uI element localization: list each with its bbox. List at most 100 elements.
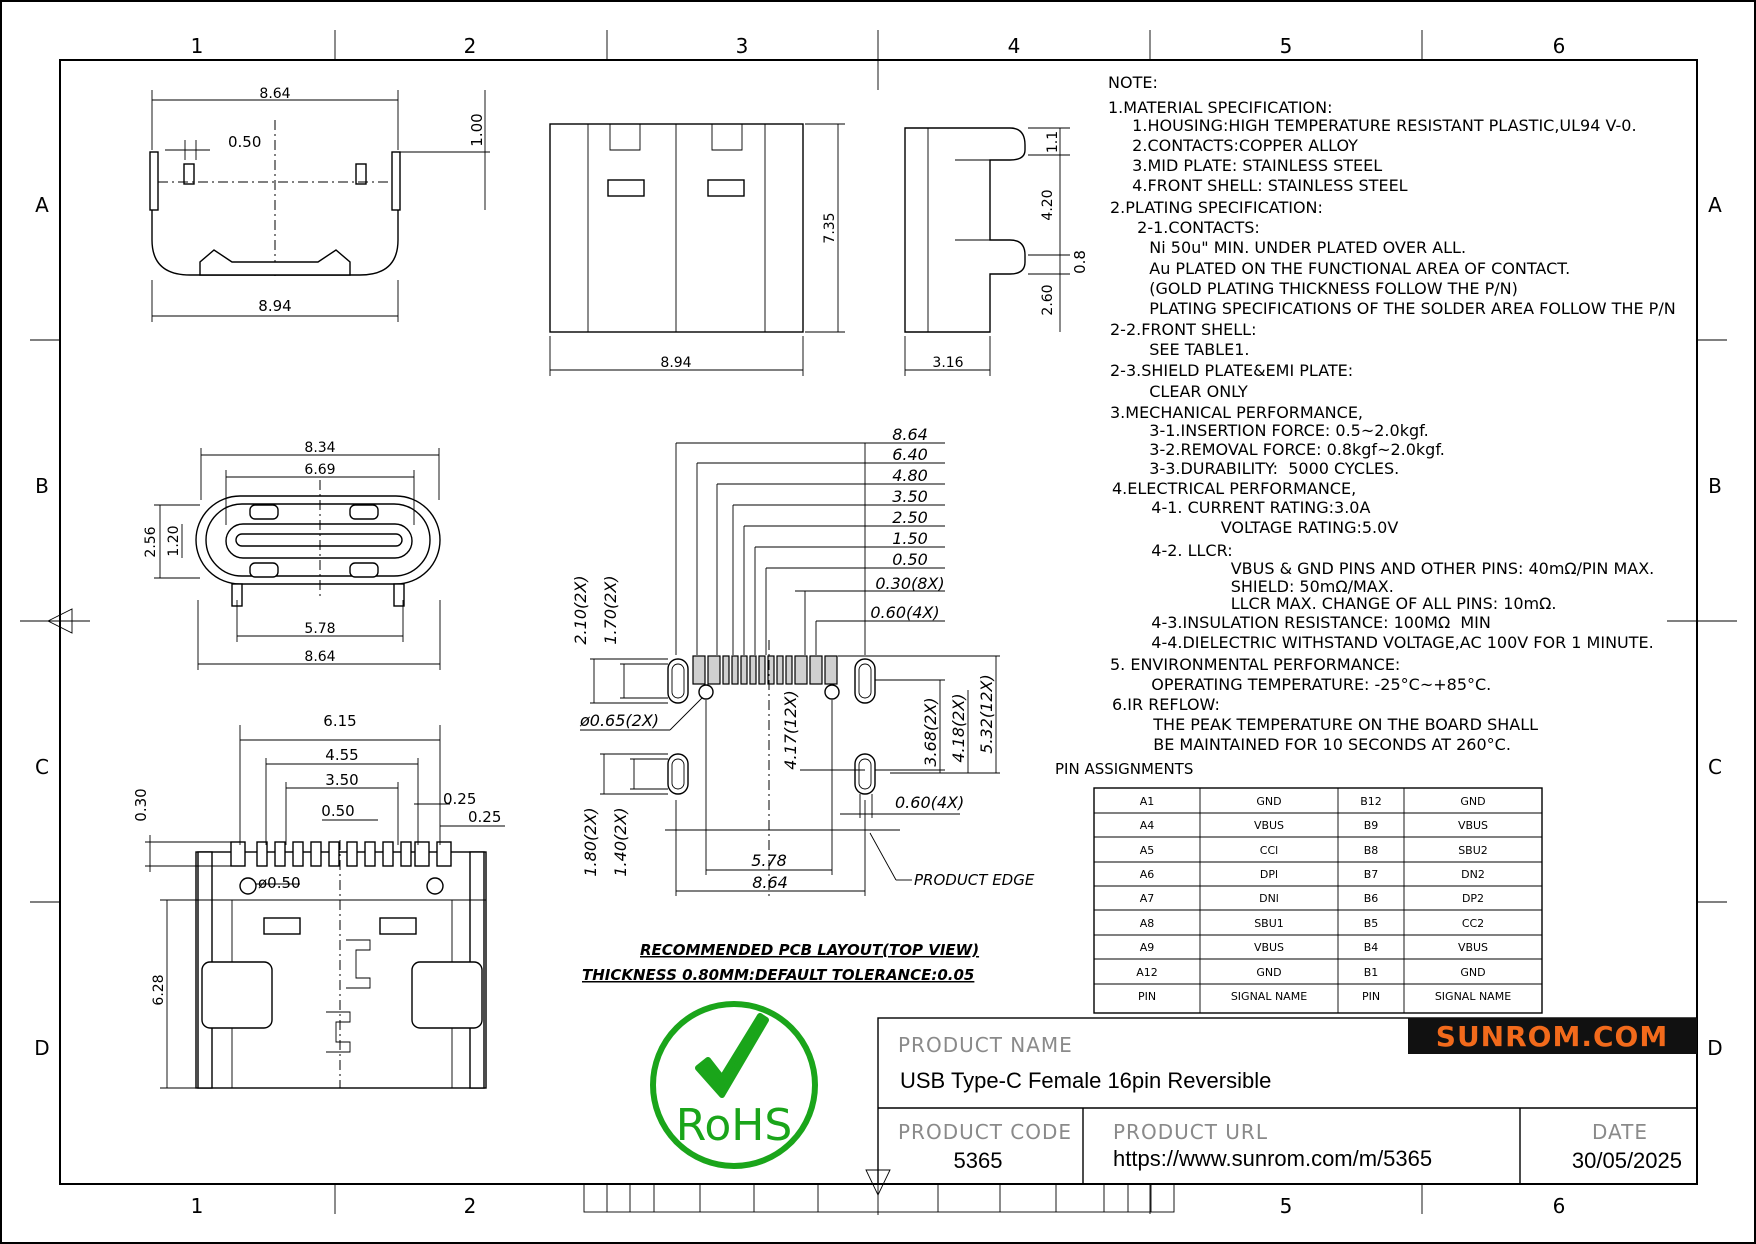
- pcb-layout: 8.64 6.40 4.80 3.50 2.50 1.50 0.50 0.30(…: [571, 425, 1035, 984]
- dim-label: 4.20: [1040, 189, 1056, 220]
- note-line: 1.HOUSING:HIGH TEMPERATURE RESISTANT PLA…: [1122, 116, 1637, 135]
- dim-label: ø0.65(2X): [579, 711, 659, 730]
- dim-label: 8.64: [752, 873, 788, 892]
- pin-table-title: PIN ASSIGNMENTS: [1055, 760, 1193, 778]
- pad-row: [692, 655, 838, 685]
- col-label: 4: [1008, 34, 1021, 58]
- pin-cell: GND: [1256, 966, 1281, 979]
- dim-label: 0.50: [321, 802, 354, 820]
- note-line: SHIELD: 50mΩ/MAX.: [1190, 577, 1394, 596]
- note-line: PLATING SPECIFICATIONS OF THE SOLDER ARE…: [1134, 299, 1676, 318]
- note-line: 3.MECHANICAL PERFORMANCE,: [1110, 403, 1363, 422]
- col-label: 6: [1553, 1194, 1566, 1218]
- pin-cell: A7: [1140, 892, 1155, 905]
- note-line: (GOLD PLATING THICKNESS FOLLOW THE P/N): [1134, 279, 1518, 298]
- row-label: B: [1708, 474, 1722, 498]
- product-url[interactable]: https://www.sunrom.com/m/5365: [1113, 1146, 1432, 1171]
- col-label: 6: [1553, 34, 1566, 58]
- pin-cell: A8: [1140, 917, 1155, 930]
- pcb-caption: THICKNESS 0.80MM:DEFAULT TOLERANCE:0.05: [582, 966, 974, 984]
- dim-label: 0.30(8X): [875, 574, 944, 593]
- dim-label: 5.32(12X): [977, 674, 996, 753]
- brand-logo-box: [1408, 1018, 1697, 1054]
- zone-labels: 1 2 3 4 5 6 1 2 5 6 A B C D A B C D: [34, 34, 1722, 1218]
- col-label: 3: [736, 34, 749, 58]
- dim-label: 6.28: [151, 974, 167, 1005]
- dim-label: 6.40: [892, 445, 928, 464]
- note-line: Ni 50u" MIN. UNDER PLATED OVER ALL.: [1134, 238, 1466, 257]
- dim-label: 8.64: [304, 649, 335, 665]
- note-line: THE PEAK TEMPERATURE ON THE BOARD SHALL: [1138, 715, 1538, 734]
- dim-label: 1.40(2X): [611, 807, 630, 876]
- dim-label: 8.94: [258, 297, 291, 315]
- note-line: 2-2.FRONT SHELL:: [1110, 320, 1256, 339]
- bottom-ruler: [583, 1183, 1175, 1213]
- col-label: 2: [464, 34, 477, 58]
- note-line: BE MAINTAINED FOR 10 SECONDS AT 260°C.: [1138, 735, 1511, 754]
- note-line: 4-3.INSULATION RESISTANCE: 100MΩ MIN: [1136, 613, 1491, 632]
- dim-label: 5.78: [304, 621, 335, 637]
- note-line: 2.CONTACTS:COPPER ALLOY: [1122, 136, 1358, 155]
- front-view: 8.64 0.50 1.00 8.94: [149, 86, 490, 322]
- bottom-view: 6.15 4.55 3.50 0.50 0.25 0.25 0.30 ø0.50…: [132, 712, 505, 1089]
- pin-cell: VBUS: [1458, 941, 1488, 954]
- pin-cell: A5: [1140, 844, 1155, 857]
- date-label: DATE: [1592, 1120, 1648, 1144]
- dim-label: 1.80(2X): [581, 807, 600, 876]
- row-label: D: [1707, 1036, 1722, 1060]
- pin-header-cell: PIN: [1362, 990, 1380, 1003]
- product-name-label: PRODUCT NAME: [898, 1033, 1073, 1057]
- dim-label: 4.55: [325, 746, 358, 764]
- note-line: VOLTAGE RATING:5.0V: [1180, 518, 1398, 537]
- pin-cell: VBUS: [1254, 941, 1284, 954]
- product-code-label: PRODUCT CODE: [898, 1120, 1072, 1144]
- note-line: 3-2.REMOVAL FORCE: 0.8kgf~2.0kgf.: [1134, 440, 1445, 459]
- dim-label: 1.00: [468, 113, 486, 146]
- product-name: USB Type-C Female 16pin Reversible: [900, 1068, 1271, 1093]
- note-line: Au PLATED ON THE FUNCTIONAL AREA OF CONT…: [1134, 259, 1570, 278]
- brand-logo: SUNROM.COM: [1436, 1020, 1668, 1053]
- pin-cell: B5: [1364, 917, 1379, 930]
- dim-label: 8.64: [892, 425, 928, 444]
- product-code: 5365: [954, 1148, 1003, 1173]
- note-line: 3-3.DURABILITY: 5000 CYCLES.: [1134, 459, 1399, 478]
- pin-header-cell: PIN: [1138, 990, 1156, 1003]
- row-label: A: [35, 193, 49, 217]
- note-line: 5. ENVIRONMENTAL PERFORMANCE:: [1110, 655, 1400, 674]
- top-view: 8.94 7.35: [549, 123, 845, 376]
- dim-label: 3.68(2X): [921, 697, 940, 766]
- pin-cell: A6: [1140, 868, 1155, 881]
- pin-cell: DPl: [1260, 868, 1278, 881]
- dim-label: 2.10(2X): [571, 575, 590, 644]
- center-arrow-left: [46, 608, 73, 634]
- pin-cell: B1: [1364, 966, 1379, 979]
- dim-label: 0.50: [228, 133, 261, 151]
- product-url-link[interactable]: https://www.sunrom.com/m/5365: [1113, 1146, 1432, 1171]
- dim-label: 4.18(2X): [949, 693, 968, 762]
- pin-cell: DP2: [1462, 892, 1484, 905]
- pin-cell: DNl: [1259, 892, 1279, 905]
- pin-cell: B7: [1364, 868, 1379, 881]
- dim-label: 3.50: [325, 771, 358, 789]
- dim-label: 2.60: [1040, 284, 1056, 315]
- dim-label: 1.20: [166, 525, 182, 556]
- note-line: 3.MID PLATE: STAINLESS STEEL: [1122, 156, 1382, 175]
- row-label: C: [1708, 755, 1722, 779]
- rohs-text: RoHS: [676, 1100, 793, 1151]
- col-label: 1: [191, 1194, 204, 1218]
- rohs-logo: RoHS: [650, 1001, 818, 1169]
- pin-cell: A9: [1140, 941, 1155, 954]
- pin-table: A1 GND B12 GND A4 VBUS B9 VBUS A5 CCl B8…: [1093, 787, 1543, 1014]
- pcb-caption: RECOMMENDED PCB LAYOUT(TOP VIEW): [640, 941, 979, 959]
- dim-label: 0.25: [443, 790, 476, 808]
- pin-cell: GND: [1460, 966, 1485, 979]
- pin-cell: VBUS: [1254, 819, 1284, 832]
- note-line: 6.IR REFLOW:: [1112, 695, 1220, 714]
- dim-label: 0.50: [892, 550, 928, 569]
- note-line: OPERATING TEMPERATURE: -25°C~+85°C.: [1136, 675, 1491, 694]
- row-label: D: [34, 1036, 49, 1060]
- dim-label: 6.69: [304, 462, 335, 478]
- dim-label: 8.64: [259, 86, 290, 102]
- pin-cell: B12: [1360, 795, 1382, 808]
- dim-label: 8.34: [304, 440, 335, 456]
